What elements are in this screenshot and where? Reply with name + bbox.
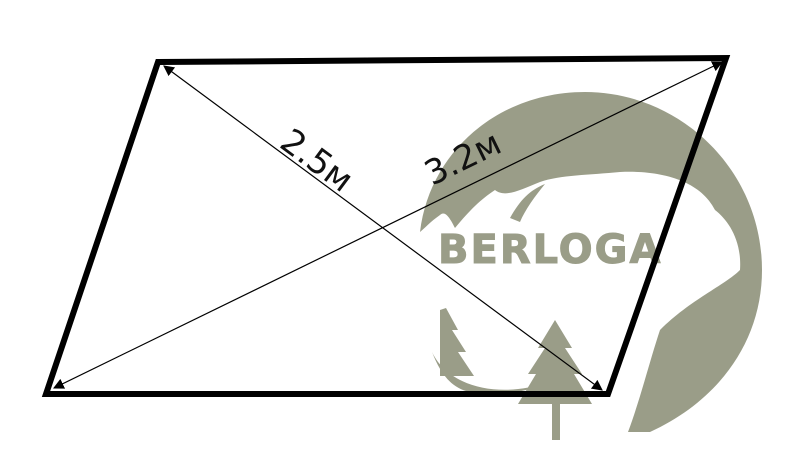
diagonal-long (53, 61, 723, 389)
right-pine-tree-icon (518, 320, 592, 440)
brand-wordmark: BERLOGA (438, 227, 662, 273)
diagonal-short-label: 2.5м (273, 121, 361, 201)
left-pine-tree-icon (440, 308, 474, 376)
